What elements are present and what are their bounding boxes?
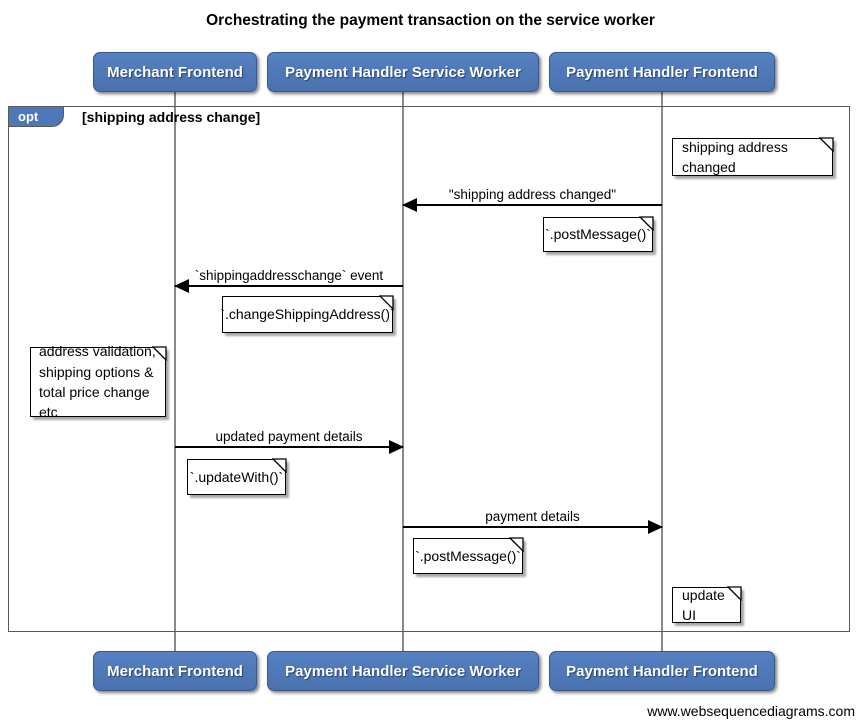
opt-operator-label: opt (18, 109, 39, 124)
message-shippingaddresschange-event: `shippingaddresschange` event (174, 267, 403, 293)
actor-top-payment-handler-frontend: Payment Handler Frontend (549, 52, 775, 92)
note-updatewith: `.updateWith()` (187, 458, 287, 495)
arrowhead-left-icon (174, 279, 189, 293)
actor-label: Merchant Frontend (107, 662, 243, 680)
message-label: "shipping address changed" (448, 187, 617, 202)
note-text: `.changeShippingAddress()` (220, 306, 395, 323)
actor-bottom-payment-handler-frontend: Payment Handler Frontend (549, 651, 775, 691)
note-shipping-address-changed: shipping address changed (672, 137, 834, 176)
note-changeshippingaddress: `.changeShippingAddress()` (220, 295, 395, 333)
note-text: shipping address changed (682, 138, 788, 175)
opt-condition-label: [shipping address change] (82, 108, 261, 125)
opt-operator-tab: opt (8, 106, 64, 127)
websequencediagrams-watermark: www.websequencediagrams.com (647, 703, 855, 719)
note-fold-icon (509, 537, 524, 552)
actor-top-merchant-frontend: Merchant Frontend (93, 52, 257, 92)
lifeline-payment-handler-service-worker (402, 92, 404, 651)
note-text: `.updateWith()` (189, 468, 284, 485)
message-label: updated payment details (215, 429, 363, 444)
message-payment-details: payment details (403, 508, 663, 534)
actor-bottom-payment-handler-service-worker: Payment Handler Service Worker (267, 651, 539, 691)
message-updated-payment-details: updated payment details (175, 428, 404, 454)
note-fold-icon (152, 346, 167, 361)
arrowhead-left-icon (402, 198, 417, 212)
note-text: `.postMessage()` (415, 547, 521, 564)
message-label: payment details (485, 509, 580, 524)
actor-label: Payment Handler Frontend (566, 662, 758, 680)
note-fold-icon (379, 295, 394, 310)
note-update-ui: update UI (672, 586, 742, 623)
actor-label: Payment Handler Frontend (566, 63, 758, 81)
note-postmessage-2: `.postMessage()` (413, 537, 524, 574)
opt-frame (8, 106, 850, 632)
note-postmessage-1: `.postMessage()` (543, 216, 654, 252)
actor-top-payment-handler-service-worker: Payment Handler Service Worker (267, 52, 539, 92)
message-shipping-address-changed: "shipping address changed" (402, 186, 662, 212)
note-text: address validation, shipping options & t… (39, 343, 156, 421)
note-fold-icon (639, 216, 654, 231)
message-label: `shippingaddresschange` event (194, 268, 384, 283)
note-address-validation: address validation, shipping options & t… (30, 343, 167, 420)
arrowhead-right-icon (389, 440, 404, 454)
note-text: `.postMessage()` (545, 226, 651, 243)
note-fold-icon (727, 586, 742, 601)
arrowhead-right-icon (648, 520, 663, 534)
actor-label: Payment Handler Service Worker (285, 63, 521, 81)
note-fold-icon (819, 137, 834, 152)
note-text: update UI (682, 586, 725, 623)
note-fold-icon (272, 458, 287, 473)
actor-label: Payment Handler Service Worker (285, 662, 521, 680)
actor-label: Merchant Frontend (107, 63, 243, 81)
actor-bottom-merchant-frontend: Merchant Frontend (93, 651, 257, 691)
lifeline-merchant-frontend (174, 92, 176, 651)
lifeline-payment-handler-frontend (661, 92, 663, 651)
diagram-title: Orchestrating the payment transaction on… (206, 12, 655, 29)
